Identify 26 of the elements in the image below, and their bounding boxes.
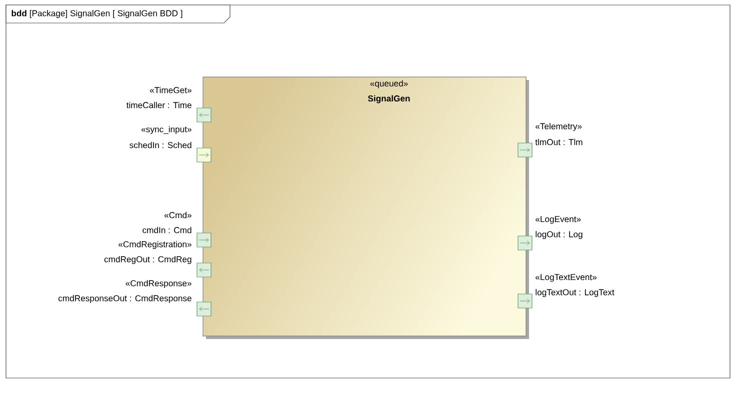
port-label: schedIn : Sched — [130, 142, 192, 148]
port-label: tlmOut : Tlm — [535, 138, 582, 146]
port-label: cmdResponseOut : CmdResponse — [58, 295, 192, 303]
stereotype-label: «Cmd» — [164, 212, 192, 218]
port-label: logOut : Log — [536, 231, 582, 239]
port — [518, 294, 532, 308]
port — [518, 236, 532, 250]
port-label: cmdRegOut : CmdReg — [104, 256, 192, 264]
port — [518, 142, 532, 158]
port-label: timeCaller : Time — [126, 102, 192, 108]
port — [196, 232, 212, 248]
port — [196, 108, 212, 122]
port — [196, 148, 212, 162]
stereotype-label: «CmdRegistration» — [118, 241, 192, 249]
port — [196, 262, 212, 278]
port-label: logTextOut : LogText — [536, 289, 614, 297]
stereotype-label: «LogEvent» — [536, 216, 581, 224]
diagram-title: bdd [Package] SignalGen [ SignalGen BDD ] — [12, 10, 182, 18]
port-label: cmdIn : Cmd — [142, 226, 192, 234]
stereotype-label: «Telemetry» — [536, 123, 582, 131]
block: «queued» SignalGen — [202, 76, 526, 336]
port — [196, 302, 212, 316]
stereotype-label: «TimeGet» — [150, 86, 192, 94]
stereotype-label: «LogTextEvent» — [536, 274, 597, 282]
stereotype-label: «CmdResponse» — [126, 280, 192, 288]
stereotype-label: «sync_input» — [141, 126, 192, 134]
